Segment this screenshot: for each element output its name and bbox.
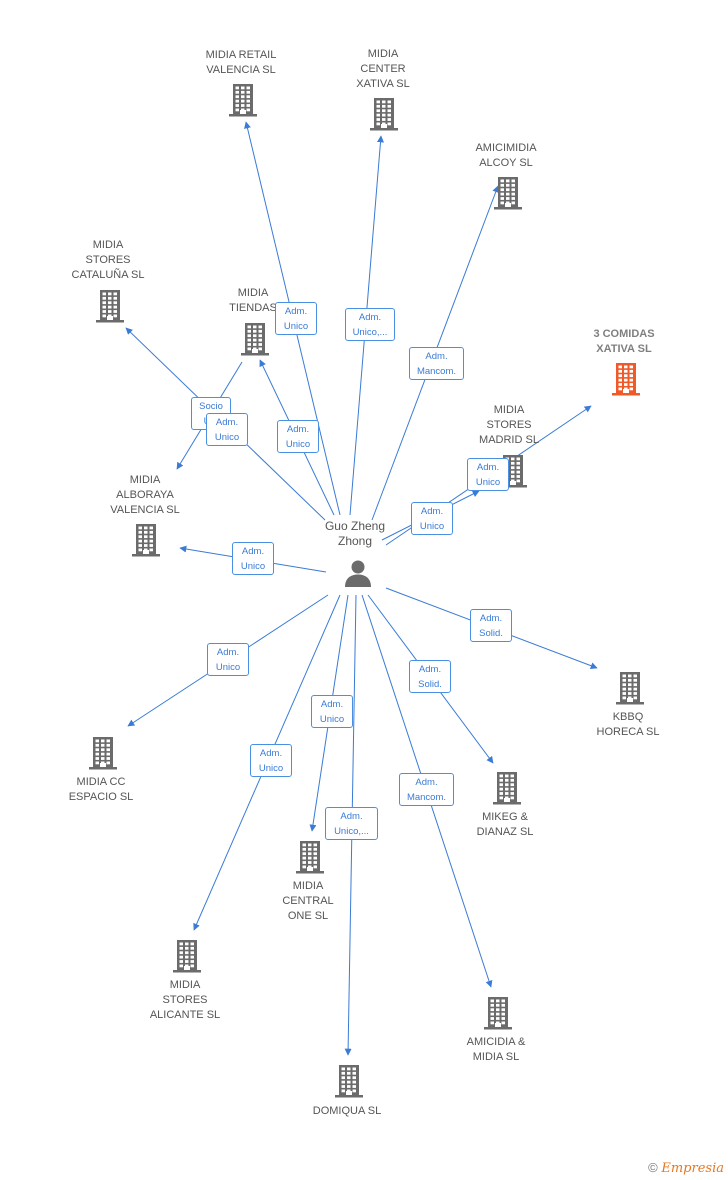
- relation-role-label: Adm. Unico: [411, 502, 453, 535]
- company-building-icon[interactable]: [609, 362, 643, 396]
- company-building-icon[interactable]: [129, 523, 163, 557]
- company-building-icon[interactable]: [613, 671, 647, 705]
- company-name[interactable]: AMICIMIDIA ALCOY SL: [475, 142, 537, 169]
- company-building-icon[interactable]: [332, 1064, 366, 1098]
- relation-role-label: Adm. Unico: [250, 744, 292, 777]
- company-name[interactable]: MIDIA STORES ALICANTE SL: [149, 979, 221, 1021]
- relation-role-label: Adm. Mancom.: [409, 347, 464, 380]
- company-name[interactable]: 3 COMIDAS XATIVA SL: [593, 328, 655, 355]
- company-name[interactable]: DOMIQUA SL: [312, 1105, 382, 1117]
- brand-logo[interactable]: Empresia: [661, 1161, 724, 1176]
- company-building-icon[interactable]: [367, 97, 401, 131]
- company-name[interactable]: MIKEG & DIANAZ SL: [476, 811, 534, 838]
- company-name[interactable]: MIDIA RETAIL VALENCIA SL: [205, 49, 277, 76]
- company-building-icon[interactable]: [93, 289, 127, 323]
- relation-role-label: Adm. Solid.: [470, 609, 512, 642]
- copyright-symbol: ©: [648, 1160, 658, 1175]
- company-name[interactable]: KBBQ HORECA SL: [596, 711, 660, 738]
- relation-role-label: Adm. Unico: [467, 458, 509, 491]
- company-building-icon[interactable]: [490, 771, 524, 805]
- company-name[interactable]: AMICIDIA & MIDIA SL: [466, 1036, 526, 1063]
- relation-role-label: Adm. Mancom.: [399, 773, 454, 806]
- company-name[interactable]: MIDIA CENTER XATIVA SL: [356, 48, 410, 90]
- company-building-icon[interactable]: [491, 176, 525, 210]
- relation-role-label: Adm. Unico: [206, 413, 248, 446]
- company-building-icon[interactable]: [86, 736, 120, 770]
- person-name[interactable]: Guo Zheng Zhong: [324, 519, 386, 548]
- relation-role-label: Adm. Solid.: [409, 660, 451, 693]
- company-name[interactable]: MIDIA ALBORAYA VALENCIA SL: [110, 474, 180, 516]
- company-building-icon[interactable]: [170, 939, 204, 973]
- company-name[interactable]: MIDIA TIENDAS: [229, 287, 277, 314]
- relation-role-label: Adm. Unico,...: [345, 308, 395, 341]
- company-building-icon[interactable]: [481, 996, 515, 1030]
- relation-role-label: Adm. Unico: [275, 302, 317, 335]
- person-icon[interactable]: [343, 558, 373, 593]
- company-building-icon[interactable]: [226, 83, 260, 117]
- relation-role-label: Adm. Unico,...: [325, 807, 378, 840]
- company-name[interactable]: MIDIA CC ESPACIO SL: [68, 776, 134, 803]
- relation-role-label: Adm. Unico: [232, 542, 274, 575]
- relation-role-label: Adm. Unico: [311, 695, 353, 728]
- company-name[interactable]: MIDIA STORES CATALUÑA SL: [71, 239, 145, 281]
- relation-role-label: Adm. Unico: [277, 420, 319, 453]
- company-building-icon[interactable]: [238, 322, 272, 356]
- footer: © Empresia: [648, 1160, 724, 1176]
- company-building-icon[interactable]: [293, 840, 327, 874]
- company-name[interactable]: MIDIA CENTRAL ONE SL: [282, 880, 334, 922]
- relation-role-label: Adm. Unico: [207, 643, 249, 676]
- company-name[interactable]: MIDIA STORES MADRID SL: [479, 404, 539, 446]
